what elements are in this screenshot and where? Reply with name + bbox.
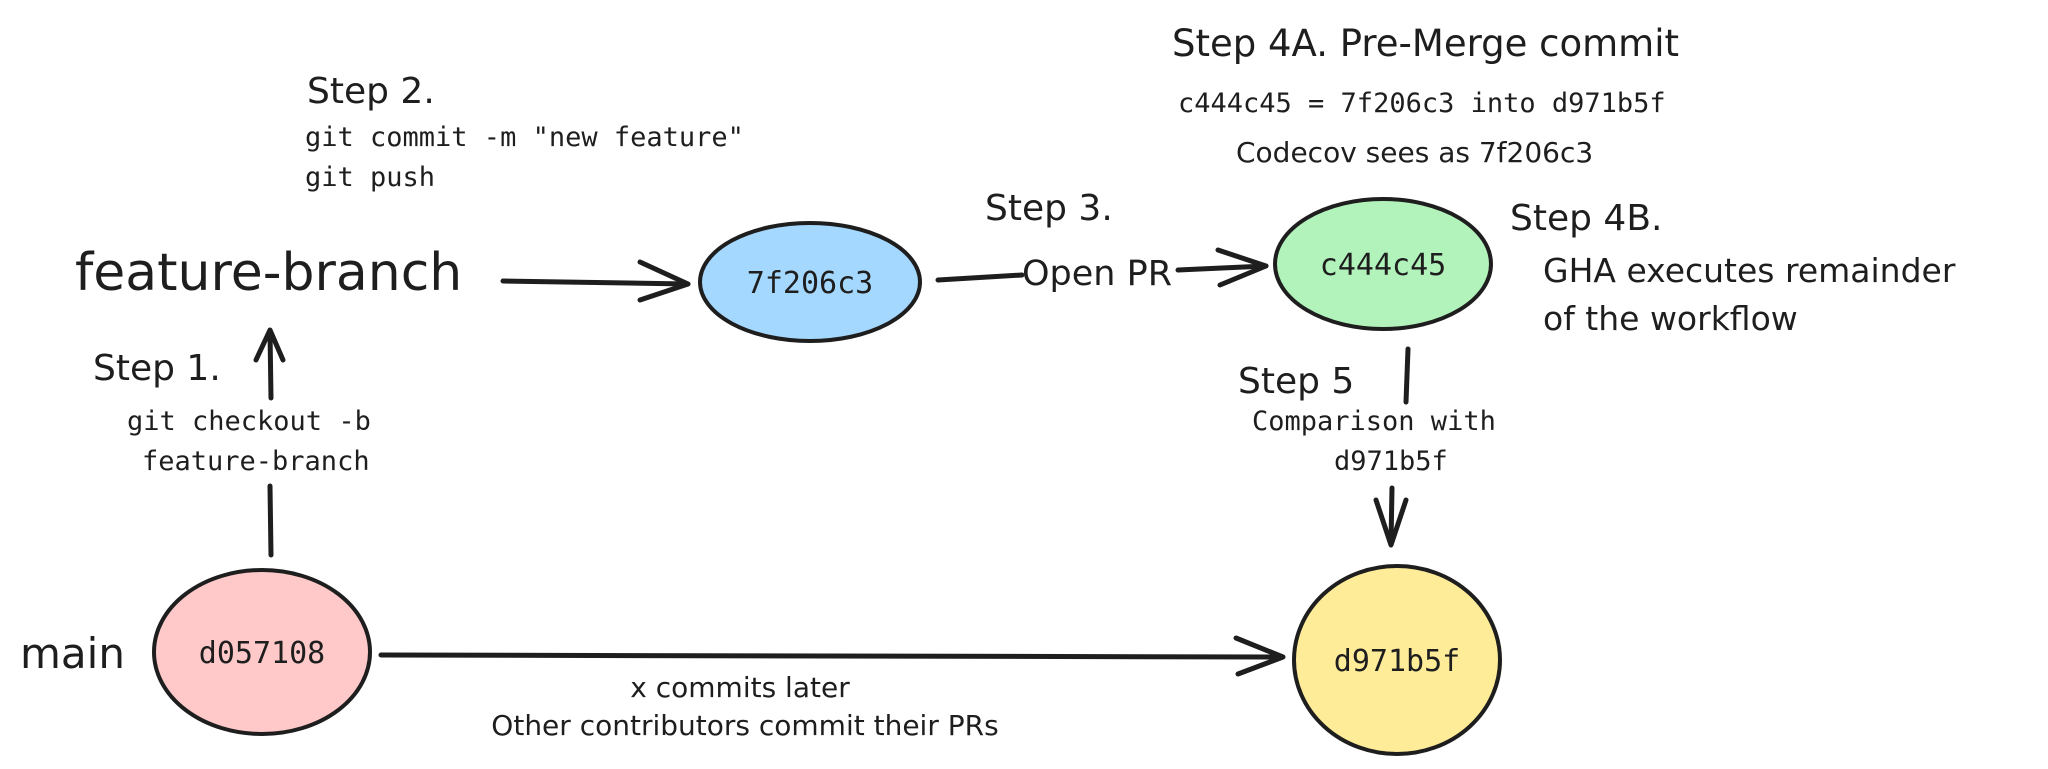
step-1-line-1: git checkout -b (127, 406, 371, 437)
commit-node-d971b5f[interactable]: d971b5f (1292, 564, 1502, 756)
step-5-title: Step 5 (1238, 361, 1354, 402)
step-5-annotation: Step 5 Comparison with d971b5f (1238, 361, 1496, 477)
step-5-line-1: Comparison with (1252, 406, 1496, 437)
step-4b-title: Step 4B. (1510, 198, 1662, 239)
step-2-line-2: git push (305, 162, 435, 193)
step-1-annotation: Step 1. git checkout -b feature-branch (93, 348, 371, 477)
commit-label: d057108 (199, 636, 325, 671)
arrow-main-line (378, 635, 1286, 677)
step-3-action: Open PR (1022, 254, 1172, 294)
step-4b-annotation: Step 4B. GHA executes remainder of the w… (1510, 198, 1956, 338)
step-4a-title: Step 4A. Pre-Merge commit (1172, 22, 1679, 65)
commit-node-shape (1292, 564, 1502, 756)
step-2-title: Step 2. (307, 71, 435, 112)
branch-label-feature: feature-branch (75, 243, 462, 303)
arrow-open-pr-to-pre-merge (1175, 247, 1269, 288)
commit-node-shape (698, 221, 922, 343)
step-4a-line-1: c444c45 = 7f206c3 into d971b5f (1178, 88, 1666, 119)
step-3-annotation: Step 3. Open PR (985, 188, 1172, 294)
step-1-line-2: feature-branch (142, 446, 370, 477)
step-2-annotation: Step 2. git commit -m "new feature" git … (305, 71, 744, 193)
step-4b-line-2: of the workflow (1543, 299, 1798, 338)
arrow-main-to-feature-branch (253, 327, 286, 558)
branch-label-main: main (20, 629, 125, 678)
commit-node-c444c45[interactable]: c444c45 (1273, 197, 1493, 331)
main-line-annotation: x commits later Other contributors commi… (491, 671, 998, 742)
step-4a-annotation: Step 4A. Pre-Merge commit c444c45 = 7f20… (1172, 22, 1679, 169)
line-commit-to-open-pr (935, 272, 1025, 283)
main-line-text-1: x commits later (630, 671, 850, 704)
step-1-title: Step 1. (93, 348, 221, 389)
step-4a-line-2: Codecov sees as 7f206c3 (1236, 136, 1593, 169)
main-line-text-2: Other contributors commit their PRs (491, 709, 998, 742)
step-4b-line-1: GHA executes remainder (1543, 251, 1956, 290)
step-3-title: Step 3. (985, 188, 1113, 229)
commit-node-shape (152, 568, 372, 736)
arrow-pre-merge-to-main-head (1373, 346, 1411, 548)
commit-node-7f206c3[interactable]: 7f206c3 (698, 221, 922, 343)
commit-label: c444c45 (1320, 248, 1446, 283)
commit-node-shape (1273, 197, 1493, 331)
step-5-line-2: d971b5f (1334, 446, 1448, 477)
commit-node-d057108[interactable]: d057108 (152, 568, 372, 736)
commit-label: 7f206c3 (747, 266, 873, 301)
step-2-line-1: git commit -m "new feature" (305, 122, 744, 153)
arrow-feature-branch-to-commit (500, 259, 691, 303)
commit-label: d971b5f (1334, 644, 1460, 679)
